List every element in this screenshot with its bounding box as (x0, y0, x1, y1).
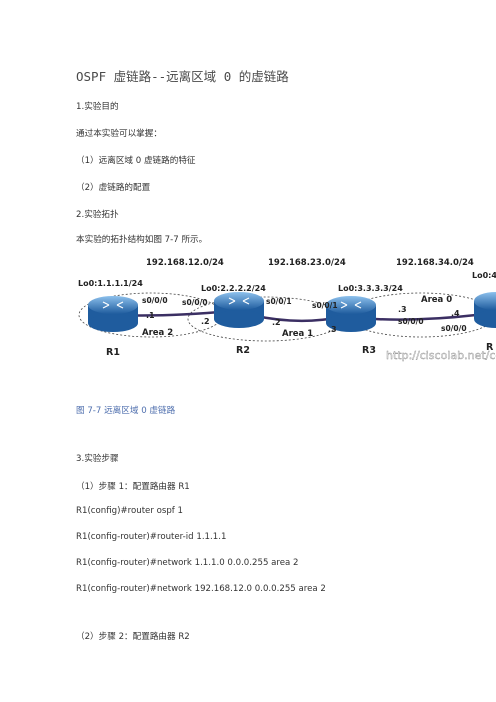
section-heading-steps: 3.实验步骤 (76, 454, 119, 464)
section-heading-topology: 2.实验拓扑 (76, 210, 119, 220)
code-line-3: R1(config-router)#network 1.1.1.0 0.0.0.… (76, 558, 299, 568)
subnet-34-label: 192.168.34.0/24 (396, 258, 474, 268)
router-r3-icon (326, 296, 376, 332)
router-r4-icon (474, 292, 496, 328)
loopback-r2-label: Lo0:2.2.2.2/24 (201, 284, 266, 293)
interface-r2a-label: s0/0/0 (182, 298, 208, 307)
topology-figure: 192.168.12.0/24 192.168.23.0/24 192.168.… (76, 255, 496, 385)
host-r4-label: .4 (451, 309, 460, 318)
goal-item-2: （2）虚链路的配置 (76, 183, 151, 193)
area2-label: Area 2 (142, 328, 173, 338)
interface-r2b-label: s0/0/1 (266, 297, 292, 306)
area0-label: Area 0 (421, 295, 452, 305)
section-heading-purpose: 1.实验目的 (76, 102, 119, 112)
topology-diagram: 192.168.12.0/24 192.168.23.0/24 192.168.… (78, 258, 496, 362)
router-r2-name: R2 (236, 345, 250, 356)
subnet-23-label: 192.168.23.0/24 (268, 258, 346, 268)
area1-label: Area 1 (282, 329, 313, 339)
area0-boundary (345, 292, 496, 338)
interface-r3b-label: s0/0/0 (398, 317, 424, 326)
router-r1-icon (88, 296, 138, 332)
subnet-12-label: 192.168.12.0/24 (146, 258, 224, 268)
code-line-2: R1(config-router)#router-id 1.1.1.1 (76, 532, 227, 542)
interface-r4-label: s0/0/0 (441, 324, 467, 333)
interface-r3a-label: s0/0/1 (312, 301, 338, 310)
intro-text: 通过本实验可以掌握： (76, 129, 162, 139)
loopback-r1-label: Lo0:1.1.1.1/24 (78, 279, 143, 288)
host-r3b-label: .3 (398, 305, 407, 314)
host-r3a-label: .3 (328, 325, 337, 334)
goal-item-1: （1）远离区域 0 虚链路的特征 (76, 156, 196, 166)
topology-intro: 本实验的拓扑结构如图 7-7 所示。 (76, 235, 208, 245)
loopback-r3-label: Lo0:3.3.3.3/24 (338, 284, 403, 293)
code-line-4: R1(config-router)#network 192.168.12.0 0… (76, 584, 326, 594)
interface-r1-label: s0/0/0 (142, 296, 168, 305)
figure-caption: 图 7-7 远离区域 0 虚链路 (76, 406, 176, 416)
step2-heading: （2）步骤 2：配置路由器 R2 (76, 632, 190, 642)
router-r1-name: R1 (106, 347, 120, 358)
watermark-url: http://ciscolab.net/cc (386, 349, 496, 362)
host-r1-label: .1 (146, 311, 155, 320)
step1-heading: （1）步骤 1：配置路由器 R1 (76, 482, 190, 492)
router-r2-icon (214, 292, 264, 328)
host-r2a-label: .2 (201, 317, 210, 326)
router-r4-name: R (486, 342, 494, 353)
page-title: OSPF 虚链路--远离区域 0 的虚链路 (76, 69, 289, 84)
router-r3-name: R3 (362, 345, 376, 356)
code-line-1: R1(config)#router ospf 1 (76, 506, 184, 516)
loopback-r4-label: Lo0:4 (472, 271, 496, 280)
host-r2b-label: .2 (272, 318, 281, 327)
